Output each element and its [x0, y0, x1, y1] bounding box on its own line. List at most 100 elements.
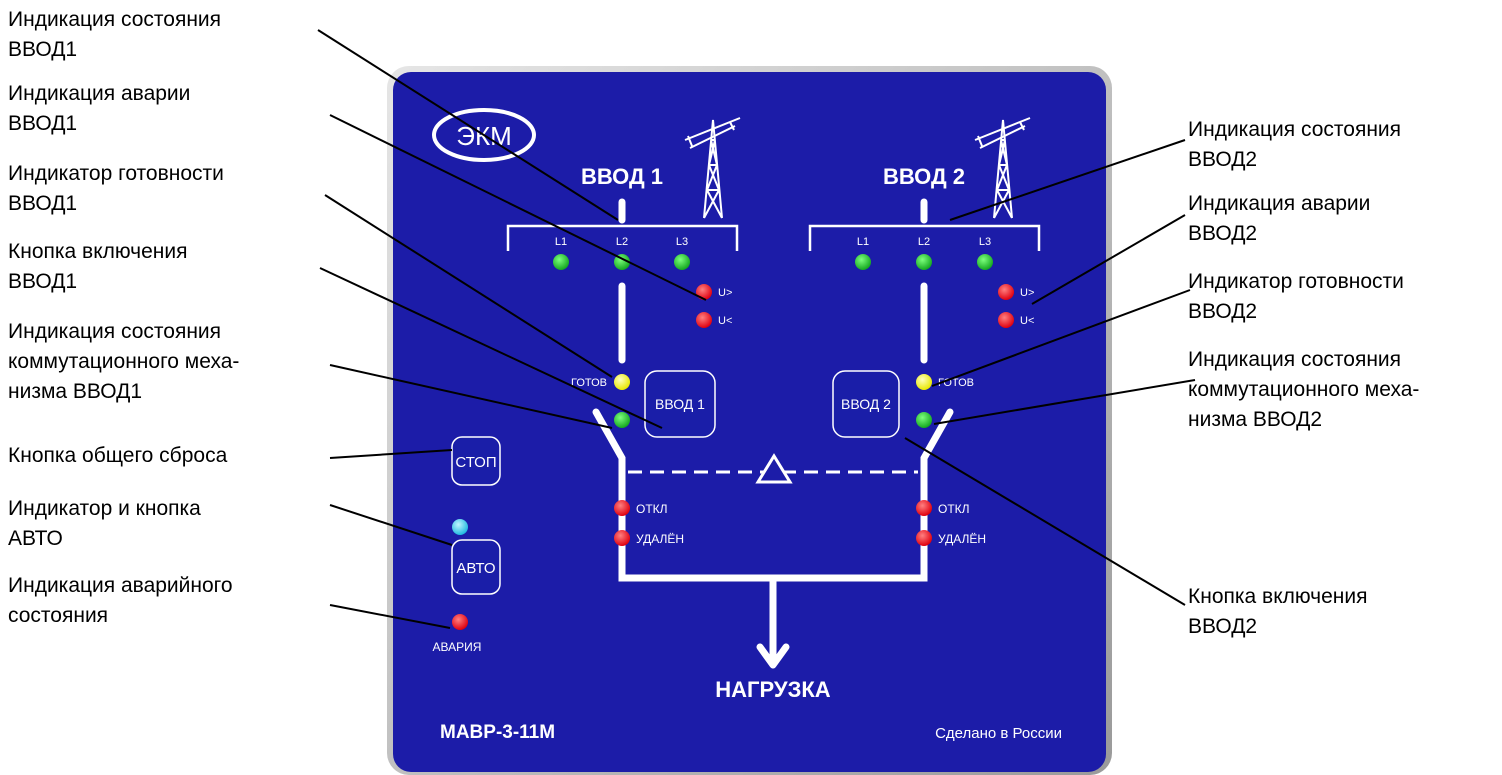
leader-right-4: [904, 437, 1186, 606]
phase-led-2-l3: [977, 254, 993, 270]
undervoltage-led-1: [696, 312, 712, 328]
callout-right-0-l2: ВВОД2: [1188, 148, 1257, 171]
phase-led-1-l1: [553, 254, 569, 270]
remote-led-1: [614, 530, 630, 546]
alarm-led: [452, 614, 468, 630]
leader-right-3: [933, 379, 1196, 425]
off-led-1: [614, 500, 630, 516]
panel-face: [393, 72, 1106, 772]
callout-right-1-l1: Индикация аварии: [1188, 192, 1370, 215]
interlock-triangle: [755, 453, 793, 484]
ready-led-2: [916, 374, 932, 390]
stop-button[interactable]: СТОП: [451, 436, 501, 486]
callout-left-0-l1: Индикация состояния: [8, 8, 221, 31]
callout-left-3-l2: ВВОД1: [8, 270, 77, 293]
input1-button[interactable]: ВВОД 1: [644, 370, 716, 438]
leader-right-2: [931, 289, 1191, 387]
leader-lines: [317, 29, 1196, 629]
callout-left-5-l1: Кнопка общего сброса: [8, 444, 228, 467]
overvoltage-led-2: [998, 284, 1014, 300]
phase-label-1-l1: L1: [555, 236, 567, 248]
off-label-2: ОТКЛ: [938, 502, 970, 516]
ready-label-2: ГОТОВ: [938, 377, 974, 389]
phase-label-2-l2: L2: [918, 236, 930, 248]
ready-label-1: ГОТОВ: [571, 377, 607, 389]
callout-left-1-l1: Индикация аварии: [8, 82, 190, 105]
made-in-label: Сделано в России: [935, 725, 1062, 742]
callout-left-2-l1: Индикатор готовности: [8, 162, 224, 185]
callout-left-6-l1: Индикатор и кнопка: [8, 497, 201, 520]
phase-led-1-l3: [674, 254, 690, 270]
callout-right-4-l2: ВВОД2: [1188, 615, 1257, 638]
remote-label-2: УДАЛЁН: [938, 532, 986, 546]
phase-bracket-2: [808, 224, 1041, 251]
undervoltage-led-2: [998, 312, 1014, 328]
undervoltage-label-2: U<: [1020, 315, 1034, 327]
callout-right-1-l2: ВВОД2: [1188, 222, 1257, 245]
remote-led-2: [916, 530, 932, 546]
stop-button-label: СТОП: [455, 454, 496, 471]
overvoltage-label-1: U>: [718, 287, 732, 299]
leader-right-1: [1031, 214, 1186, 305]
callout-left-6-l2: АВТО: [8, 527, 63, 550]
phase-label-2-l1: L1: [857, 236, 869, 248]
off-label-1: ОТКЛ: [636, 502, 668, 516]
callout-right-2-l2: ВВОД2: [1188, 300, 1257, 323]
left-callouts: Индикация состояния ВВОД1 Индикация авар…: [8, 8, 239, 627]
auto-button-label: АВТО: [456, 560, 495, 577]
load-label: НАГРУЗКА: [715, 677, 831, 702]
input2-title: ВВОД 2: [883, 164, 965, 189]
tower-icon-2: [974, 117, 1031, 219]
overvoltage-led-1: [696, 284, 712, 300]
undervoltage-label-1: U<: [718, 315, 732, 327]
alarm-label: АВАРИЯ: [433, 640, 482, 654]
model-name: МАВР-3-11М: [440, 722, 555, 743]
leader-left-7: [329, 604, 451, 629]
remote-label-1: УДАЛЁН: [636, 532, 684, 546]
callout-right-4-l1: Кнопка включения: [1188, 585, 1367, 608]
callout-left-4-l2: коммутационного меха-: [8, 350, 239, 373]
switch-state-led-1: [614, 412, 630, 428]
callout-left-4-l1: Индикация состояния: [8, 320, 221, 343]
switch-blade-2: [920, 408, 954, 480]
callout-right-3-l2: коммутационного меха-: [1188, 378, 1419, 401]
leader-left-3: [319, 267, 663, 429]
callout-left-3-l1: Кнопка включения: [8, 240, 187, 263]
phase-led-1-l2: [614, 254, 630, 270]
callout-right-0-l1: Индикация состояния: [1188, 118, 1401, 141]
load-arrow-head: [756, 643, 790, 669]
auto-led: [452, 519, 468, 535]
phase-label-1-l2: L2: [616, 236, 628, 248]
device-panel: ЭКМ ВВОД 1 ВВОД 2 L1 L2 L3 L1 L2 L3: [387, 66, 1112, 775]
leader-right-0: [949, 139, 1186, 221]
input1-button-label: ВВОД 1: [655, 396, 705, 412]
callout-right-2-l1: Индикатор готовности: [1188, 270, 1404, 293]
input2-button[interactable]: ВВОД 2: [832, 370, 900, 438]
right-callouts: Индикация состояния ВВОД2 Индикация авар…: [1188, 118, 1419, 638]
input1-title: ВВОД 1: [581, 164, 663, 189]
leader-left-2: [324, 194, 613, 378]
switch-state-led-2: [916, 412, 932, 428]
callout-left-0-l2: ВВОД1: [8, 38, 77, 61]
overvoltage-label-2: U>: [1020, 287, 1034, 299]
leader-left-4: [329, 364, 613, 429]
callout-right-3-l1: Индикация состояния: [1188, 348, 1401, 371]
leader-left-6: [329, 504, 453, 546]
tower-icon-1: [684, 117, 741, 219]
leader-left-0: [317, 29, 619, 221]
callout-left-7-l2: состояния: [8, 604, 108, 627]
auto-button[interactable]: АВТО: [451, 539, 501, 595]
off-led-2: [916, 500, 932, 516]
phase-label-1-l3: L3: [676, 236, 688, 248]
leader-left-1: [329, 114, 707, 301]
callout-left-2-l2: ВВОД1: [8, 192, 77, 215]
ready-led-1: [614, 374, 630, 390]
callout-left-7-l1: Индикация аварийного: [8, 574, 233, 597]
input2-button-label: ВВОД 2: [841, 396, 891, 412]
callout-left-1-l2: ВВОД1: [8, 112, 77, 135]
phase-label-2-l3: L3: [979, 236, 991, 248]
callout-right-3-l3: низма ВВОД2: [1188, 408, 1322, 431]
phase-led-2-l1: [855, 254, 871, 270]
callout-left-4-l3: низма ВВОД1: [8, 380, 142, 403]
leader-left-5: [329, 449, 453, 459]
